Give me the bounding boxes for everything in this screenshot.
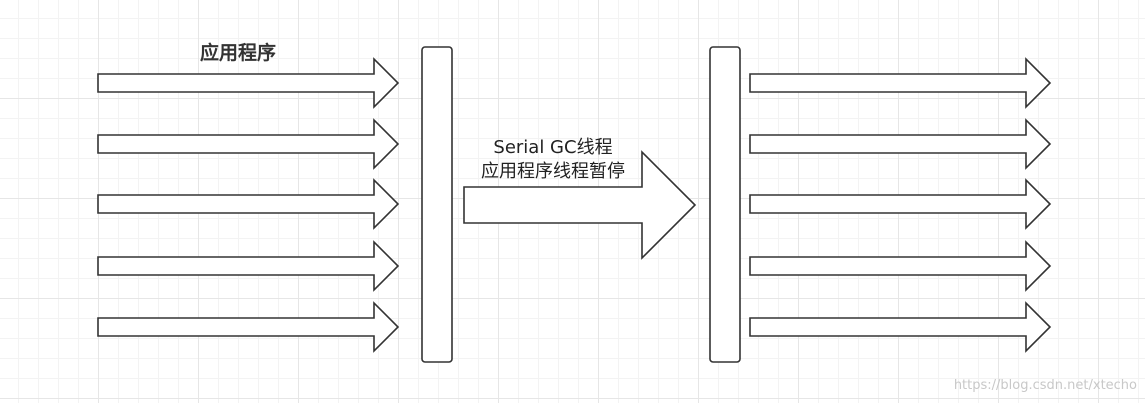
left-thread-arrow-3	[97, 178, 400, 230]
watermark-text: https://blog.csdn.net/xtecho	[953, 378, 1137, 393]
left-thread-arrow-1	[97, 57, 400, 109]
pause-label: 应用程序线程暂停	[481, 161, 625, 182]
left-thread-arrow-4	[97, 240, 400, 292]
right-thread-arrow-1	[749, 57, 1052, 109]
right-thread-arrow-3	[749, 178, 1052, 230]
right-thread-arrow-5	[749, 301, 1052, 353]
right-thread-arrow-4	[749, 240, 1052, 292]
left-thread-arrow-5	[97, 301, 400, 353]
left-safepoint-bar	[421, 46, 453, 363]
left-thread-arrow-2	[97, 118, 400, 170]
app-label: 应用程序	[200, 42, 277, 64]
right-safepoint-bar	[709, 46, 741, 363]
gc-thread-label: Serial GC线程	[493, 137, 613, 158]
gc-pause-arrow	[463, 150, 697, 260]
right-thread-arrow-2	[749, 118, 1052, 170]
gc-arrow-label: Serial GC线程 应用程序线程暂停	[462, 136, 644, 184]
